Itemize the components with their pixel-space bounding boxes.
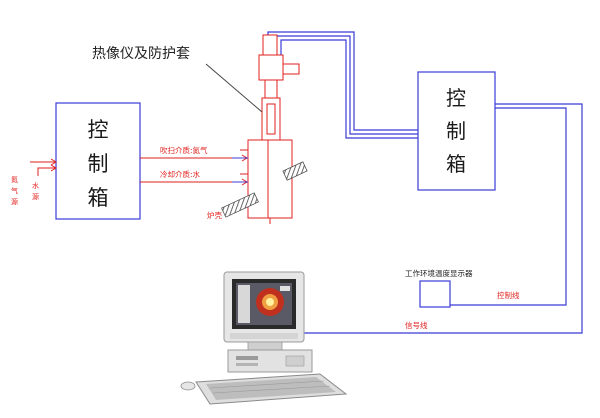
cable-camera-to-box-3	[280, 39, 418, 139]
left-box-char-2: 制	[88, 152, 109, 176]
signal-line-label: 信号线	[405, 320, 428, 330]
nitrogen-inlet-char-3: 源	[11, 197, 18, 206]
control-line-label: 控制线	[497, 290, 520, 300]
cable-camera-to-box-1	[267, 31, 418, 131]
cable-box-to-computer	[298, 103, 583, 334]
medium-arrows	[140, 154, 248, 186]
housing-connectors	[232, 157, 248, 183]
computer-illustration	[180, 271, 348, 405]
cable-box-to-display	[450, 107, 567, 306]
right-box-char-2: 制	[446, 119, 466, 143]
left-box-char-3: 箱	[88, 186, 109, 210]
right-control-box: 控 制 箱	[417, 71, 496, 191]
thermal-camera-assembly	[240, 34, 300, 224]
env-temp-display	[419, 280, 451, 308]
cooling-medium-label: 冷却介质:水	[160, 169, 201, 179]
water-inlet-char-1: 水	[32, 181, 39, 190]
env-temp-display-label: 工作环境温度显示器	[405, 268, 473, 278]
nitrogen-inlet-char-1: 氮	[11, 175, 18, 184]
purge-medium-label: 吹扫介质:氮气	[160, 145, 208, 155]
thermal-camera-leader	[205, 63, 263, 113]
thermal-camera-label: 热像仪及防护套	[92, 46, 190, 62]
right-box-char-1: 控	[446, 86, 466, 110]
left-control-box: 控 制 箱	[55, 102, 141, 220]
right-box-char-3: 箱	[446, 152, 466, 176]
inlet-arrows	[30, 158, 57, 176]
furnace-shell	[221, 161, 308, 218]
nitrogen-inlet-char-2: 气	[11, 186, 18, 195]
water-inlet-char-2: 源	[32, 192, 39, 201]
left-box-char-1: 控	[88, 118, 109, 142]
furnace-shell-label: 炉壳	[207, 210, 222, 220]
